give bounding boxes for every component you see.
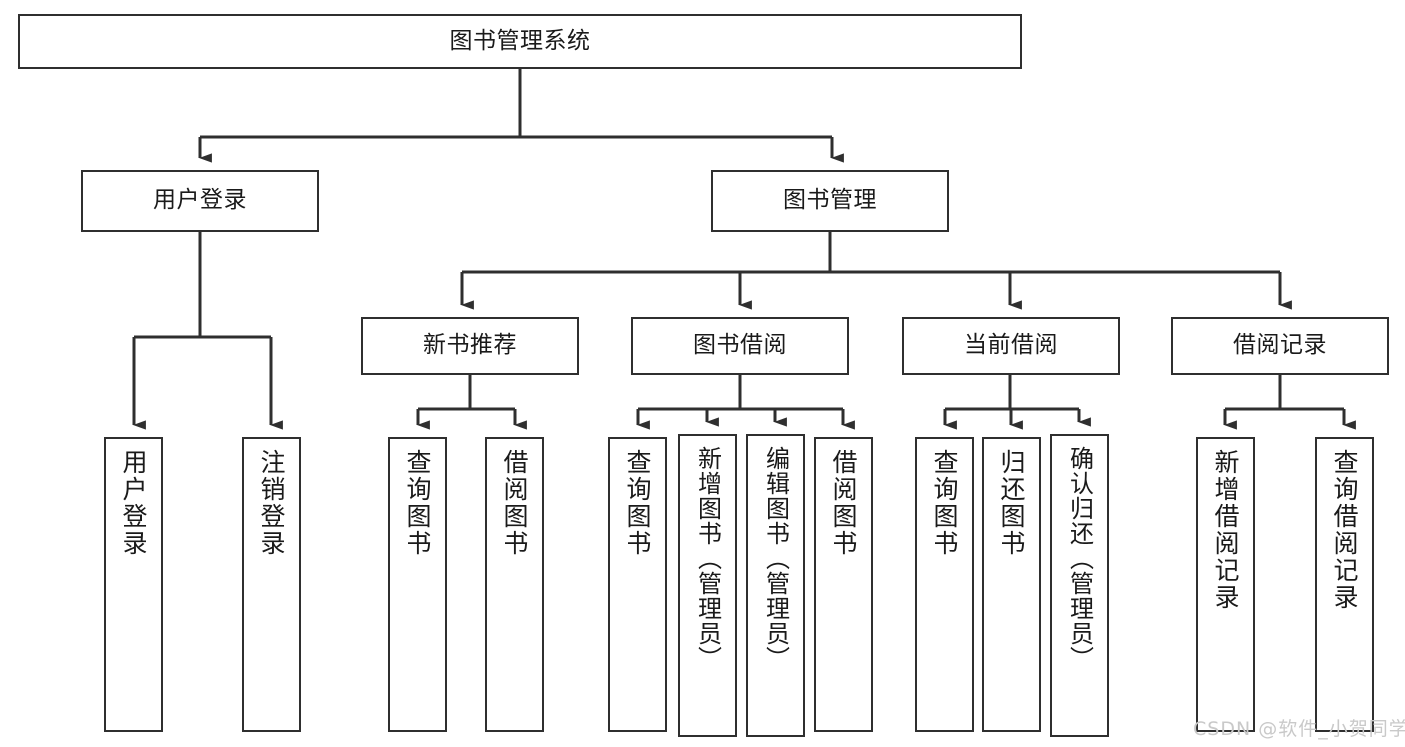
node-leaf-borrow-book-2[interactable]: 借阅图书	[814, 437, 873, 732]
node-leaf-borrow-book-2-label: 借阅图书	[829, 449, 858, 557]
node-book-borrow-label: 图书借阅	[693, 332, 787, 359]
node-book-borrow[interactable]: 图书借阅	[631, 317, 849, 375]
node-leaf-add-record[interactable]: 新增借阅记录	[1196, 437, 1255, 732]
node-leaf-confirm-return[interactable]: 确认归还（管理员）	[1050, 434, 1109, 737]
node-leaf-return-book[interactable]: 归还图书	[982, 437, 1041, 732]
node-current-borrow-label: 当前借阅	[964, 332, 1058, 359]
node-user-login-label: 用户登录	[153, 187, 247, 214]
node-leaf-edit-book-label: 编辑图书（管理员）	[761, 446, 790, 671]
node-leaf-add-book[interactable]: 新增图书（管理员）	[678, 434, 737, 737]
node-leaf-edit-book[interactable]: 编辑图书（管理员）	[746, 434, 805, 737]
node-new-book-recommend[interactable]: 新书推荐	[361, 317, 579, 375]
node-book-management-label: 图书管理	[783, 187, 877, 214]
node-leaf-return-book-label: 归还图书	[997, 449, 1026, 557]
node-root[interactable]: 图书管理系统	[18, 14, 1022, 69]
node-leaf-query-book-3[interactable]: 查询图书	[915, 437, 974, 732]
node-leaf-user-login-label: 用户登录	[119, 449, 148, 557]
node-borrow-record[interactable]: 借阅记录	[1171, 317, 1389, 375]
node-current-borrow[interactable]: 当前借阅	[902, 317, 1120, 375]
node-book-management[interactable]: 图书管理	[711, 170, 949, 232]
node-root-label: 图书管理系统	[449, 27, 591, 54]
node-user-login[interactable]: 用户登录	[81, 170, 319, 232]
node-leaf-user-login[interactable]: 用户登录	[104, 437, 163, 732]
node-leaf-add-book-label: 新增图书（管理员）	[693, 446, 722, 671]
node-leaf-logout-login[interactable]: 注销登录	[242, 437, 301, 732]
node-leaf-add-record-label: 新增借阅记录	[1211, 449, 1240, 611]
node-leaf-borrow-book-1[interactable]: 借阅图书	[485, 437, 544, 732]
node-leaf-query-record-label: 查询借阅记录	[1330, 449, 1359, 611]
node-leaf-query-record[interactable]: 查询借阅记录	[1315, 437, 1374, 732]
node-leaf-query-book-3-label: 查询图书	[930, 449, 959, 557]
node-leaf-query-book-1[interactable]: 查询图书	[388, 437, 447, 732]
node-leaf-logout-login-label: 注销登录	[257, 449, 286, 557]
node-leaf-borrow-book-1-label: 借阅图书	[500, 449, 529, 557]
node-leaf-confirm-return-label: 确认归还（管理员）	[1065, 446, 1094, 671]
node-leaf-query-book-2[interactable]: 查询图书	[608, 437, 667, 732]
node-borrow-record-label: 借阅记录	[1233, 332, 1327, 359]
node-leaf-query-book-2-label: 查询图书	[623, 449, 652, 557]
node-new-book-recommend-label: 新书推荐	[423, 332, 517, 359]
node-leaf-query-book-1-label: 查询图书	[403, 449, 432, 557]
